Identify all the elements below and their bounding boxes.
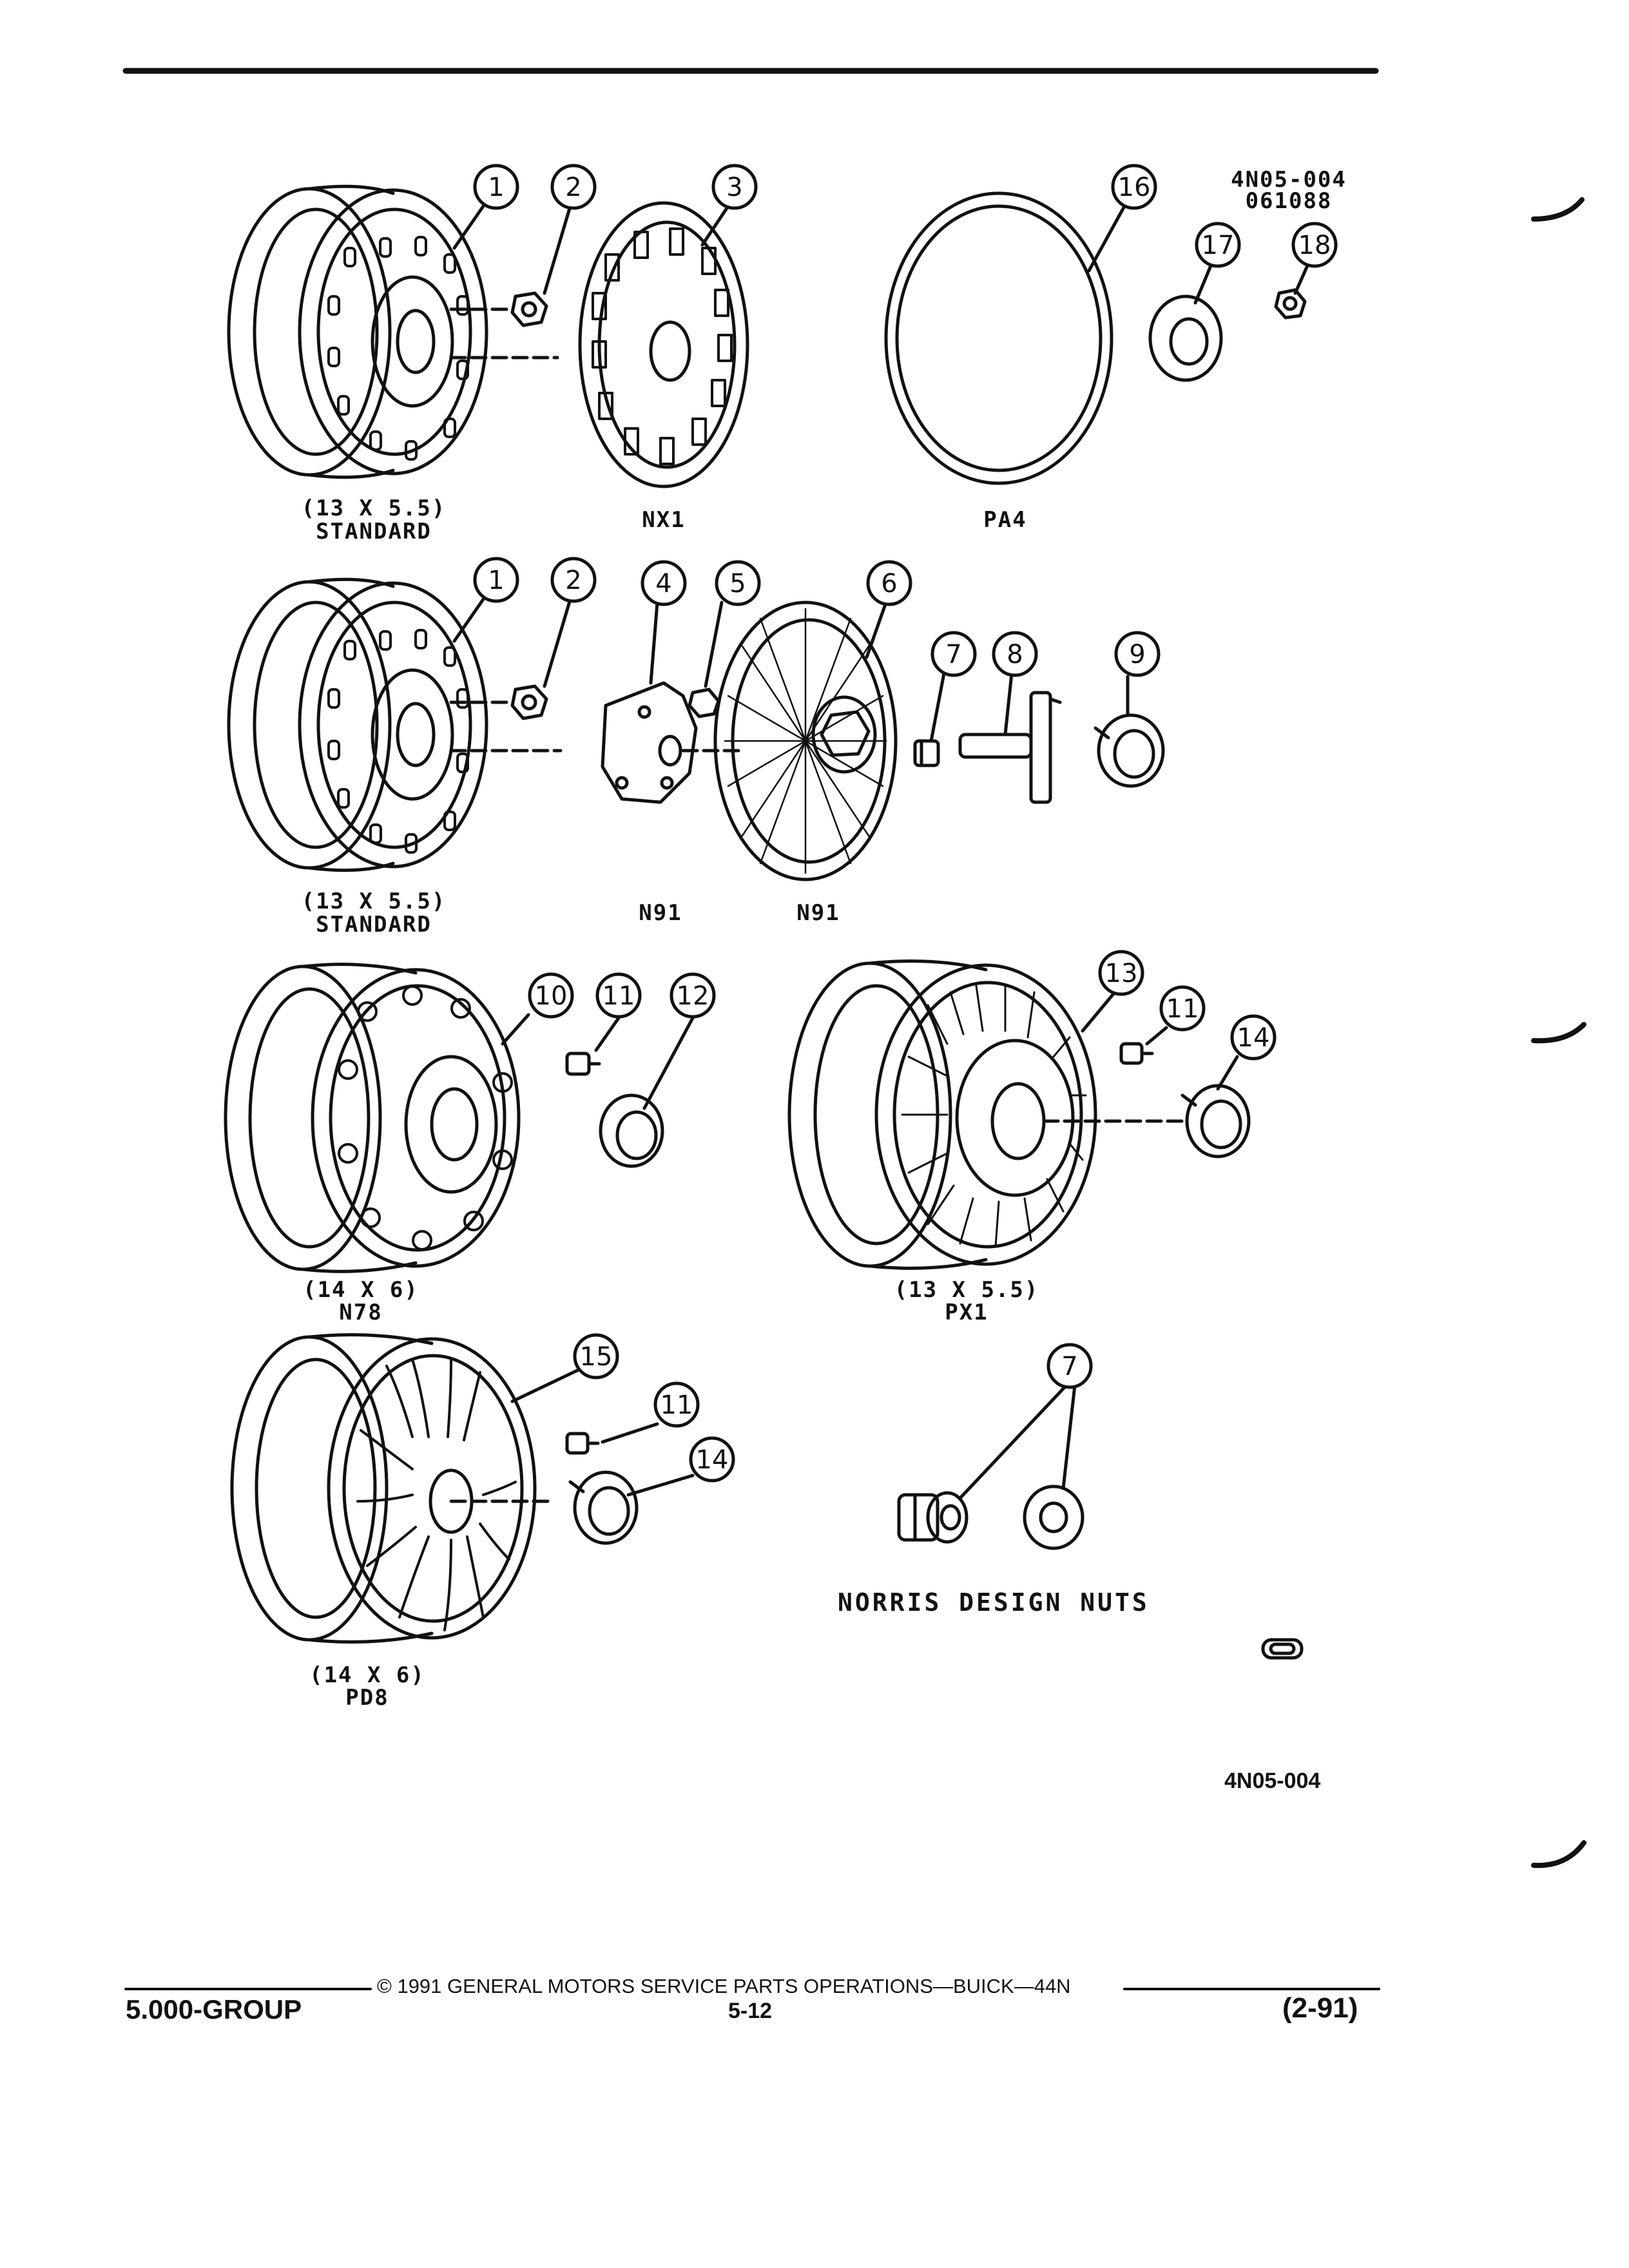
- wheel-standard-1: [227, 184, 488, 479]
- lug-nut-18: [1274, 288, 1307, 320]
- wheel-pd8: [230, 1333, 537, 1644]
- label-pa4: PA4: [983, 507, 1027, 533]
- callout-17: 17: [1195, 222, 1241, 268]
- callout-1: 1: [473, 164, 519, 210]
- callout-number: 15: [580, 1342, 613, 1372]
- callout-8: 8: [992, 631, 1038, 677]
- callout-number: 4: [655, 569, 671, 599]
- wheel-n78: [224, 963, 521, 1273]
- footer-group: 5.000-GROUP: [126, 1994, 302, 2024]
- size-label-standard-1: (13 X 5.5): [301, 495, 447, 521]
- footer-copyright: © 1991 GENERAL MOTORS SERVICE PARTS OPER…: [377, 1975, 1071, 1997]
- callout-7: 7: [1046, 1343, 1093, 1389]
- callout-11: 11: [595, 972, 642, 1019]
- wire-wheel-cover-6: [713, 601, 898, 881]
- valve-11b: [1119, 1042, 1154, 1065]
- trim-ring-pa4: [884, 191, 1113, 485]
- callout-number: 13: [1105, 959, 1138, 988]
- ref-date-top: 061088: [1245, 188, 1333, 214]
- ref-number-top: 4N05-004: [1231, 167, 1347, 193]
- callout-number: 16: [1118, 173, 1151, 202]
- callout-12: 12: [670, 972, 716, 1019]
- footer-date: (2-91): [1282, 1992, 1358, 2024]
- ref-number-bottom: 4N05-004: [1224, 1769, 1321, 1793]
- callout-5: 5: [715, 560, 761, 606]
- callout-4: 4: [641, 560, 687, 606]
- norris-nut-side: [897, 1491, 969, 1544]
- callout-number: 11: [660, 1390, 693, 1420]
- label-n91-cover: N91: [796, 900, 840, 926]
- callout-number: 1: [488, 566, 504, 595]
- lug-nut-2: [510, 291, 548, 327]
- callout-number: 6: [881, 569, 897, 599]
- center-cap-14b: [568, 1470, 639, 1545]
- callout-14: 14: [689, 1436, 735, 1483]
- name-label-px1: PX1: [945, 1300, 988, 1325]
- footer-page-number: 5-12: [728, 1999, 773, 2023]
- size-label-standard-2: (13 X 5.5): [301, 889, 447, 914]
- size-label-px1: (13 X 5.5): [894, 1277, 1039, 1303]
- key-8: [958, 691, 1062, 804]
- valve-11c: [565, 1432, 600, 1455]
- lug-nut-2b: [510, 684, 548, 720]
- label-n91-adapter: N91: [639, 900, 682, 926]
- callout-number: 2: [565, 173, 581, 202]
- size-label-n78: (14 X 6): [303, 1277, 419, 1303]
- wheel-cover-nx1: [578, 201, 749, 488]
- callout-number: 12: [677, 981, 709, 1011]
- valve-11a: [565, 1052, 601, 1076]
- callout-number: 1: [488, 173, 504, 202]
- center-cap-12: [599, 1093, 664, 1168]
- callout-number: 14: [1237, 1023, 1270, 1053]
- callout-13: 13: [1098, 950, 1144, 996]
- callout-number: 7: [945, 640, 961, 669]
- nut-5: [688, 687, 720, 718]
- callout-number: 10: [535, 981, 568, 1011]
- callout-number: 3: [726, 173, 742, 202]
- callout-9: 9: [1114, 631, 1161, 677]
- callout-number: 8: [1007, 640, 1023, 669]
- callout-2: 2: [550, 557, 597, 603]
- callout-10: 10: [528, 972, 574, 1019]
- name-label-n78: N78: [339, 1300, 383, 1325]
- center-cap-9: [1094, 713, 1165, 788]
- name-label-pd8: PD8: [345, 1685, 389, 1711]
- callout-number: 2: [565, 566, 581, 595]
- callout-number: 7: [1061, 1352, 1077, 1381]
- callout-number: 14: [696, 1445, 729, 1475]
- norris-nut-front: [1023, 1485, 1084, 1550]
- callout-11: 11: [653, 1381, 700, 1428]
- callout-15: 15: [573, 1333, 619, 1379]
- wheel-standard-2: [227, 577, 488, 872]
- callout-7: 7: [930, 631, 977, 677]
- wheel-px1: [787, 959, 1097, 1270]
- center-cap-17: [1148, 294, 1223, 382]
- name-label-standard-1: STANDARD: [316, 519, 432, 544]
- callout-number: 17: [1202, 231, 1235, 260]
- callout-14: 14: [1230, 1014, 1277, 1061]
- callout-number: 11: [1166, 994, 1199, 1024]
- callout-number: 5: [729, 569, 746, 599]
- callout-18: 18: [1291, 222, 1338, 268]
- callout-number: 9: [1129, 640, 1145, 669]
- callout-number: 18: [1298, 231, 1331, 260]
- name-label-standard-2: STANDARD: [316, 912, 432, 937]
- callout-3: 3: [711, 164, 758, 210]
- size-label-pd8: (14 X 6): [309, 1662, 425, 1688]
- label-nx1: NX1: [642, 507, 686, 533]
- callout-16: 16: [1111, 164, 1157, 210]
- callout-2: 2: [550, 164, 597, 210]
- adapter-4: [601, 681, 698, 804]
- chrome-symbol: [1261, 1638, 1304, 1660]
- callout-6: 6: [866, 560, 912, 606]
- callout-number: 11: [602, 981, 635, 1011]
- label-norris-design-nuts: NORRIS DESIGN NUTS: [838, 1588, 1150, 1617]
- center-cap-14a: [1181, 1084, 1251, 1158]
- callout-11: 11: [1159, 985, 1206, 1032]
- lock-nut-7: [913, 739, 940, 767]
- callout-1: 1: [473, 557, 519, 603]
